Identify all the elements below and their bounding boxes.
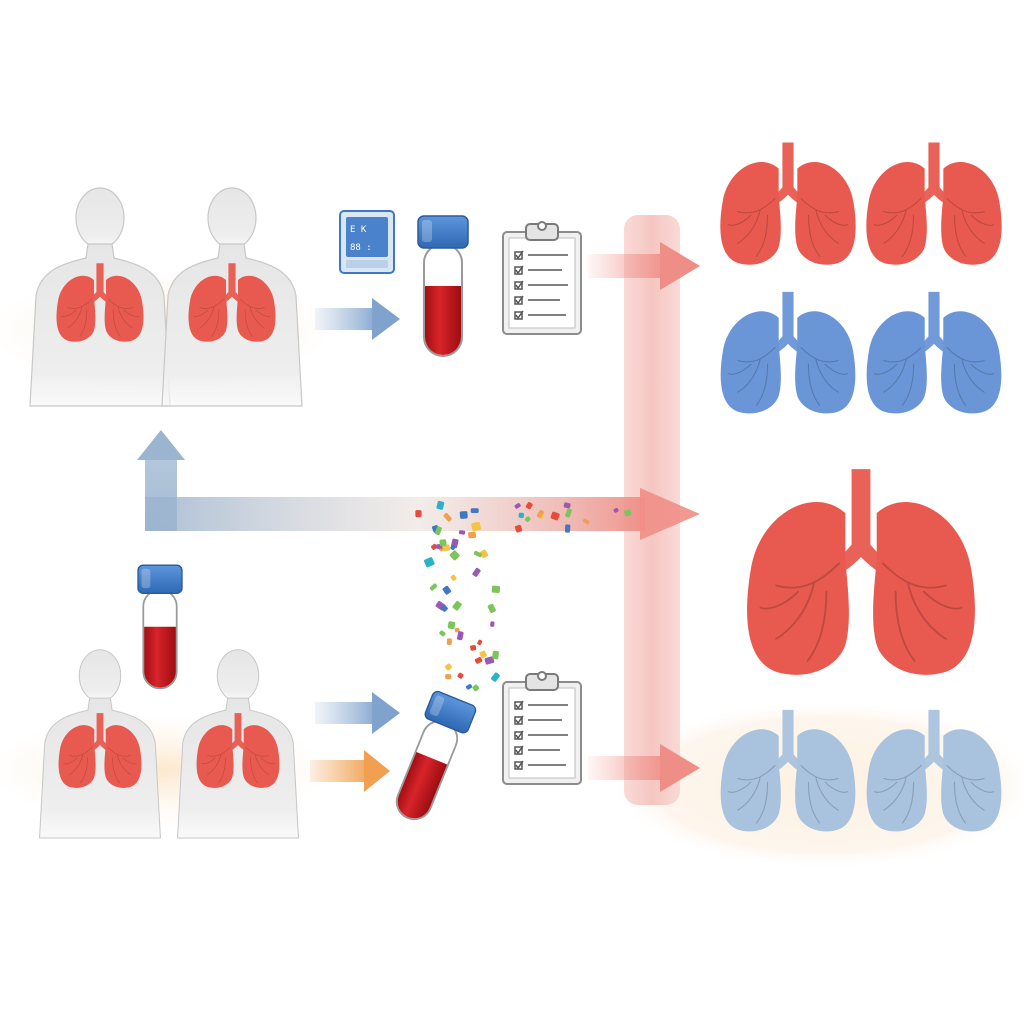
- particle: [440, 604, 448, 612]
- arrow-red-top: [588, 242, 700, 290]
- particle: [443, 513, 452, 522]
- arrow-blue-top: [315, 298, 400, 340]
- particle: [449, 550, 460, 561]
- outcome-lungs-red-large: [746, 468, 976, 676]
- particle: [442, 544, 451, 552]
- particle: [479, 549, 489, 559]
- particle: [550, 511, 560, 521]
- particle: [454, 627, 460, 633]
- particle: [582, 518, 590, 525]
- outcome-lungs-red-2: [865, 141, 1003, 266]
- particle: [624, 509, 632, 517]
- arrow-orange-bottom: [310, 750, 390, 792]
- blood-tube-icon-top: [417, 215, 469, 357]
- particle: [479, 650, 487, 659]
- arrow-red-bottom: [588, 744, 700, 792]
- particle: [459, 511, 468, 519]
- particle: [450, 544, 456, 551]
- device-screen-line-2: 88 :: [350, 243, 372, 253]
- top-patient-1: [29, 187, 171, 407]
- particle: [466, 684, 473, 690]
- particle: [456, 631, 464, 641]
- blood-tube-icon-left: [137, 564, 183, 690]
- test-device-icon: [339, 210, 395, 274]
- particle: [444, 663, 452, 671]
- particle: [446, 638, 452, 645]
- outcome-lungs-red-1: [719, 141, 857, 266]
- particle: [564, 524, 571, 533]
- arrow-blue-bottom: [315, 692, 400, 734]
- particle: [565, 508, 572, 518]
- device-screen-line-1: E K: [350, 225, 367, 235]
- particle: [524, 516, 531, 523]
- particle: [457, 672, 464, 679]
- particle: [491, 585, 501, 594]
- particle: [447, 621, 456, 630]
- particle: [436, 500, 445, 510]
- particle: [525, 502, 533, 510]
- biomarker-particles: [415, 500, 632, 692]
- outcome-lungs-blue-2: [866, 291, 1002, 414]
- bottom-patient-2: [176, 649, 300, 839]
- particle: [514, 524, 523, 533]
- particle: [477, 639, 483, 646]
- particle: [470, 508, 479, 513]
- particle: [431, 543, 438, 550]
- particle: [490, 621, 495, 627]
- blood-tube-icon-tilted: [385, 688, 479, 828]
- checklist-clipboard-icon-top: [502, 221, 582, 335]
- particle: [472, 567, 481, 577]
- particle: [613, 507, 619, 513]
- particle: [434, 526, 442, 536]
- particle: [536, 509, 544, 518]
- top-patient-2: [161, 187, 303, 407]
- particle: [458, 530, 466, 535]
- particle: [423, 557, 435, 568]
- particle: [487, 603, 496, 614]
- feedback-arrow: [137, 430, 700, 540]
- particle: [439, 630, 446, 637]
- particle: [445, 674, 452, 680]
- particle: [439, 539, 447, 547]
- particle: [442, 585, 452, 595]
- particle: [473, 550, 483, 558]
- particle: [429, 583, 438, 591]
- particle: [563, 502, 571, 509]
- particle: [452, 600, 462, 611]
- checklist-clipboard-icon-bottom: [502, 671, 582, 785]
- particle: [471, 521, 482, 532]
- particle: [450, 574, 457, 581]
- particle: [470, 644, 477, 651]
- particle: [492, 650, 499, 660]
- particle: [474, 656, 483, 664]
- particle: [472, 684, 480, 692]
- particle: [518, 512, 525, 519]
- particle: [514, 503, 521, 509]
- particle: [415, 510, 422, 518]
- bottom-patient-1: [38, 649, 162, 839]
- particle: [491, 672, 500, 682]
- outcome-lungs-blue-1: [720, 291, 856, 414]
- particle: [468, 531, 477, 539]
- particle: [484, 656, 495, 665]
